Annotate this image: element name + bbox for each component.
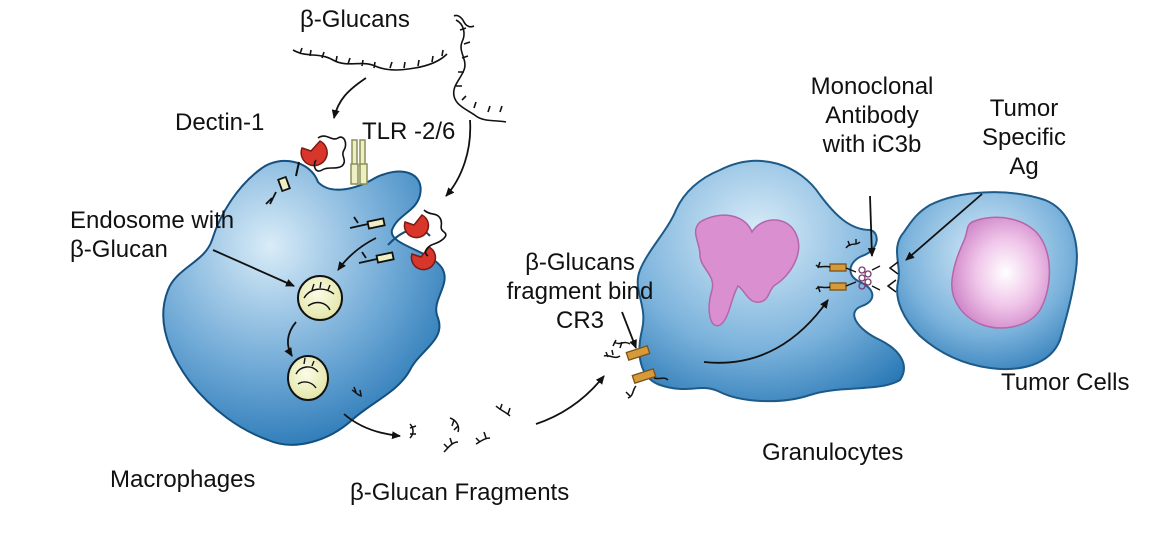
tumor-specific-antigen: [886, 261, 899, 293]
cr3-receptor-top: [612, 339, 651, 362]
tumor-nucleus: [951, 216, 1051, 329]
arrow-bind-label: [621, 311, 637, 349]
arrow-glucan-to-dectin: [331, 77, 367, 119]
arrow-tumor-ag-label: [905, 193, 983, 261]
beta-glucan-chain-1: [292, 47, 448, 71]
dectin-1-receptor: [300, 140, 328, 167]
label-dectin-1: Dectin-1: [175, 109, 265, 136]
label-macrophages: Macrophages: [110, 466, 256, 493]
beta-glucan-hook: [453, 14, 475, 28]
glucan-in-synapse: [845, 239, 861, 249]
macrophage-receptor-top: [265, 175, 291, 205]
label-granulocytes: Granulocytes: [762, 439, 904, 466]
dectin-receptor-right-bottom: [410, 246, 437, 271]
beta-glucan-fragments: [409, 403, 511, 453]
label-bind-cr3: β-Glucans fragment bind CR3: [500, 248, 660, 335]
label-endosome-line1: Endosome with: [70, 207, 235, 234]
monoclonal-antibody-ic3b: [845, 265, 881, 291]
label-fragments: β-Glucan Fragments: [350, 479, 570, 506]
dectin-receptor-right-top: [403, 214, 430, 239]
label-tumor-ag-line2: Specific: [981, 124, 1067, 151]
label-endosome: Endosome with β-Glucan: [70, 206, 234, 264]
synapse-receptor-top: [815, 261, 847, 272]
arrow-endosome-to-endosome: [284, 321, 297, 357]
cr3-receptor-bottom: [625, 367, 669, 399]
label-endosome-line2: β-Glucan: [70, 236, 168, 263]
arrow-mab-label: [867, 195, 876, 257]
bound-glucan-top: [313, 135, 347, 172]
granulocyte-nucleus: [694, 214, 800, 327]
bound-glucan-right: [423, 209, 447, 257]
label-tumor-cells: Tumor Cells: [1001, 369, 1130, 396]
beta-glucan-chain-2: [452, 19, 507, 123]
label-bind-line2: fragment bind: [506, 278, 654, 305]
label-mab-line3: with iC3b: [822, 131, 922, 158]
label-tumor-ag-line1: Tumor: [989, 95, 1059, 122]
arrow-glucan-to-right-receptor: [445, 119, 472, 197]
dectin-stalk: [295, 161, 300, 177]
glucan-near-cr3: [603, 349, 621, 359]
label-tumor-specific-ag: Tumor Specific Ag: [970, 94, 1078, 181]
fragment-exiting: [351, 386, 363, 397]
macrophage-receptors-right: [349, 216, 395, 264]
endosome-lower: [287, 355, 329, 401]
label-beta-glucans-top: β-Glucans: [300, 6, 410, 33]
label-mab-line1: Monoclonal: [810, 73, 934, 100]
arrow-receptor-to-endosome: [337, 237, 377, 271]
synapse-receptor-bottom: [815, 282, 847, 293]
label-mab-line2: Antibody: [825, 102, 919, 129]
tlr-2-6-receptor: [350, 139, 368, 185]
arrow-cr3-to-synapse: [703, 299, 829, 364]
arrow-endosome-label: [212, 249, 295, 287]
arrow-fragments-to-cr3: [535, 375, 605, 425]
label-bind-line1: β-Glucans: [525, 249, 635, 276]
endosome-upper: [297, 275, 343, 321]
label-monoclonal-antibody: Monoclonal Antibody with iC3b: [788, 72, 956, 159]
label-tumor-ag-line3: Ag: [1009, 153, 1039, 180]
label-tlr-2-6: TLR -2/6: [362, 118, 456, 145]
label-bind-line3: CR3: [555, 307, 604, 334]
arrow-to-fragments: [343, 413, 401, 440]
